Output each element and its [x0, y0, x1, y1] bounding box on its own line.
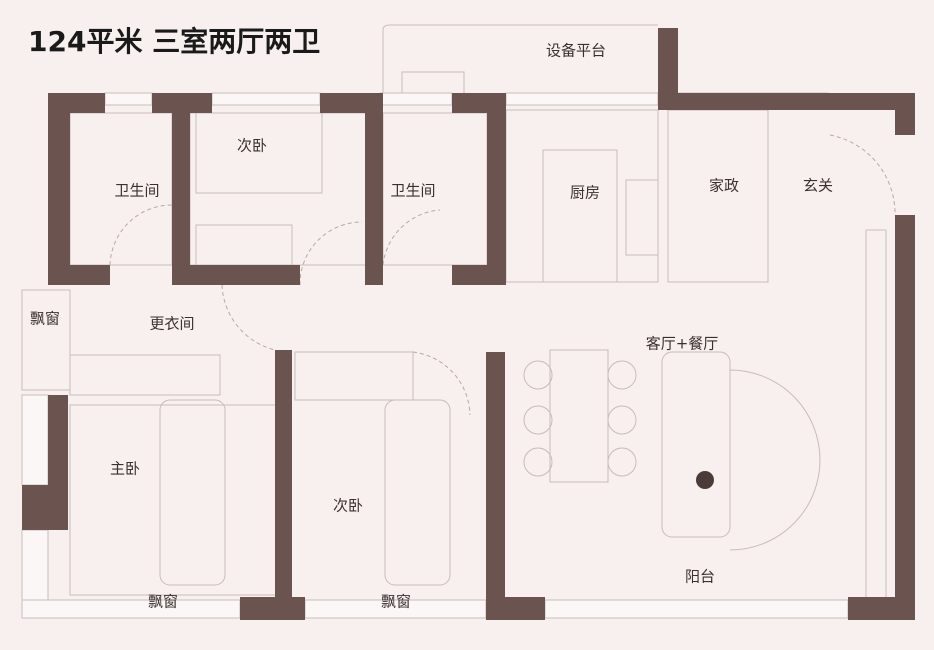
label-bathroom-1: 卫生间	[114, 181, 160, 200]
label-second-bedroom-north: 次卧	[236, 136, 268, 155]
label-kitchen: 厨房	[569, 183, 601, 202]
doors	[109, 134, 896, 416]
label-equipment-platform: 设备平台	[545, 41, 607, 60]
label-entrance: 玄关	[802, 176, 834, 195]
label-second-bedroom-south: 次卧	[332, 496, 364, 515]
label-bay-window-west: 飘窗	[29, 309, 61, 328]
label-bay-window-master: 飘窗	[147, 592, 179, 611]
label-balcony: 阳台	[684, 567, 716, 586]
label-master-bedroom: 主卧	[109, 459, 141, 478]
label-bay-window-second: 飘窗	[380, 592, 412, 611]
floor-plan-title: 124平米 三室两厅两卫	[28, 25, 321, 58]
walls	[22, 28, 915, 620]
label-dressing-room: 更衣间	[149, 314, 195, 333]
label-living-dining: 客厅+餐厅	[645, 334, 719, 353]
windows	[21, 92, 849, 619]
label-bathroom-2: 卫生间	[390, 181, 436, 200]
label-utility: 家政	[708, 176, 740, 195]
